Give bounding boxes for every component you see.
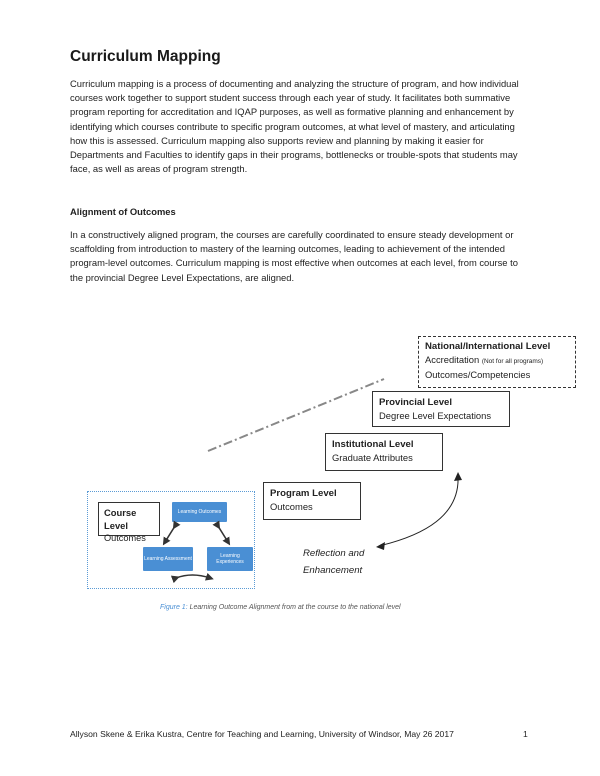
figure-number: Figure 1:	[160, 604, 188, 611]
reflection-label: Reflection and Enhancement	[303, 545, 364, 579]
program-level-title: Program Level	[270, 488, 337, 499]
institutional-level-box: Institutional Level Graduate Attributes	[325, 433, 443, 471]
page-title: Curriculum Mapping	[70, 48, 221, 65]
program-level-box: Program Level Outcomes	[263, 482, 361, 520]
national-level-outcomes: Outcomes/Competencies	[425, 369, 531, 380]
provincial-level-box: Provincial Level Degree Level Expectatio…	[372, 391, 510, 427]
reflection-arrow-head-bottom	[376, 542, 385, 550]
alignment-heading: Alignment of Outcomes	[70, 206, 176, 217]
provincial-level-sub: Degree Level Expectations	[379, 410, 492, 421]
national-level-box: National/International Level Accreditati…	[418, 336, 576, 388]
figure-caption: Figure 1: Learning Outcome Alignment fro…	[160, 604, 401, 611]
page-footer: Allyson Skene & Erika Kustra, Centre for…	[70, 729, 454, 739]
reflection-line-2: Enhancement	[303, 565, 363, 576]
page-number: 1	[523, 729, 528, 739]
figure-caption-text: Learning Outcome Alignment from at the c…	[189, 604, 401, 611]
institutional-level-sub: Graduate Attributes	[332, 452, 413, 463]
national-level-title: National/International Level	[425, 341, 551, 352]
reflection-arrow	[378, 475, 459, 547]
course-level-title: Course Level	[104, 507, 137, 531]
accreditation-note: (Not for all programs)	[481, 358, 544, 365]
learning-experiences-box: Learning Experiences	[207, 547, 253, 571]
alignment-paragraph: In a constructively aligned program, the…	[70, 229, 518, 283]
program-level-sub: Outcomes	[270, 501, 313, 512]
intro-paragraph: Curriculum mapping is a process of docum…	[70, 78, 519, 175]
accreditation-label: Accreditation	[425, 354, 480, 365]
learning-outcomes-box: Learning Outcomes	[172, 502, 227, 522]
national-level-accreditation: Accreditation (Not for all programs)	[425, 353, 569, 368]
learning-assessment-box: Learning Assessment	[143, 547, 193, 571]
reflection-line-1: Reflection and	[303, 548, 365, 559]
course-level-sub: Outcomes	[104, 533, 146, 543]
course-level-box: Course Level Outcomes	[98, 502, 160, 543]
institutional-level-title: Institutional Level	[332, 439, 414, 450]
provincial-level-title: Provincial Level	[379, 397, 453, 408]
reflection-arrow-head-top	[454, 472, 462, 481]
